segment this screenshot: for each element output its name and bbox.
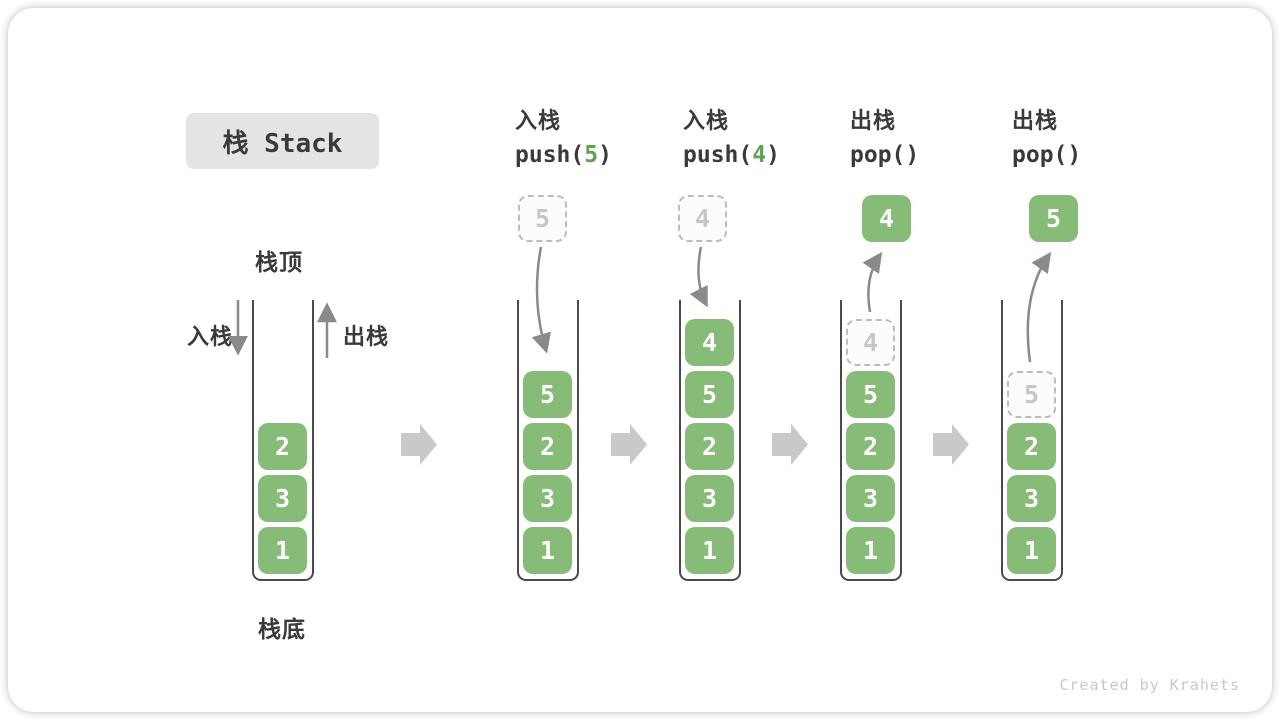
stack-container-2: 5 2 3 1 xyxy=(517,300,579,581)
stack-cell: 5 xyxy=(846,371,895,418)
page-title: 栈 Stack xyxy=(222,128,343,159)
stack-cell: 1 xyxy=(685,527,734,574)
code-text: pop( xyxy=(850,142,906,168)
code-arg: 5 xyxy=(584,142,599,168)
code-text: ) xyxy=(1067,142,1082,168)
stack-cell: 1 xyxy=(523,527,572,574)
stack-cell: 2 xyxy=(523,423,572,470)
floating-cell-ghost: 5 xyxy=(518,195,567,242)
stack-top-label: 栈顶 xyxy=(255,249,303,275)
stack-cell: 4 xyxy=(685,319,734,366)
code-text: push( xyxy=(515,142,585,168)
op-label-pop-1: 出栈 pop() xyxy=(850,106,919,174)
floating-cell: 4 xyxy=(862,195,911,242)
code-text: push( xyxy=(683,142,753,168)
op-label-pop-2: 出栈 pop() xyxy=(1012,106,1081,174)
stack-cell: 3 xyxy=(258,475,307,522)
stack-cell: 2 xyxy=(258,423,307,470)
stack-cell-ghost: 4 xyxy=(846,319,895,366)
stack-container-1: 2 3 1 xyxy=(252,300,314,581)
title-box: 栈 Stack xyxy=(186,113,379,169)
code-text: ) xyxy=(766,142,780,168)
stack-cell: 2 xyxy=(1007,423,1056,470)
stack-cell: 5 xyxy=(685,371,734,418)
stack-cell: 3 xyxy=(1007,475,1056,522)
op-code: push(4) xyxy=(683,136,780,174)
watermark: Created by Krahets xyxy=(1059,676,1240,694)
stack-cell: 1 xyxy=(1007,527,1056,574)
stack-cell: 3 xyxy=(846,475,895,522)
stack-cell: 1 xyxy=(846,527,895,574)
op-code: push(5) xyxy=(515,136,612,174)
stack-cell-ghost: 5 xyxy=(1007,371,1056,418)
floating-cell-ghost: 4 xyxy=(678,195,727,242)
floating-cell: 5 xyxy=(1029,195,1078,242)
code-text: ) xyxy=(905,142,920,168)
stack-cell: 2 xyxy=(846,423,895,470)
pop-side-label: 出栈 xyxy=(343,324,390,349)
stack-container-4: 4 5 2 3 1 xyxy=(840,300,902,581)
code-text: pop( xyxy=(1012,142,1068,168)
push-side-label: 入栈 xyxy=(187,324,234,349)
op-code: pop() xyxy=(850,136,919,174)
stack-container-3: 4 5 2 3 1 xyxy=(679,300,741,581)
stack-cell: 1 xyxy=(258,527,307,574)
code-arg: 4 xyxy=(752,142,767,168)
op-label-push-5: 入栈 push(5) xyxy=(515,106,612,174)
stack-cell: 3 xyxy=(523,475,572,522)
op-name: 入栈 xyxy=(515,108,562,133)
op-label-push-4: 入栈 push(4) xyxy=(683,106,780,174)
op-name: 出栈 xyxy=(1012,108,1059,133)
stack-cell: 5 xyxy=(523,371,572,418)
op-name: 入栈 xyxy=(683,108,730,133)
code-text: ) xyxy=(598,142,612,168)
stack-container-5: 5 2 3 1 xyxy=(1001,300,1063,581)
op-name: 出栈 xyxy=(850,108,897,133)
op-code: pop() xyxy=(1012,136,1081,174)
stack-cell: 3 xyxy=(685,475,734,522)
stack-bottom-label: 栈底 xyxy=(258,616,306,642)
stack-cell: 2 xyxy=(685,423,734,470)
